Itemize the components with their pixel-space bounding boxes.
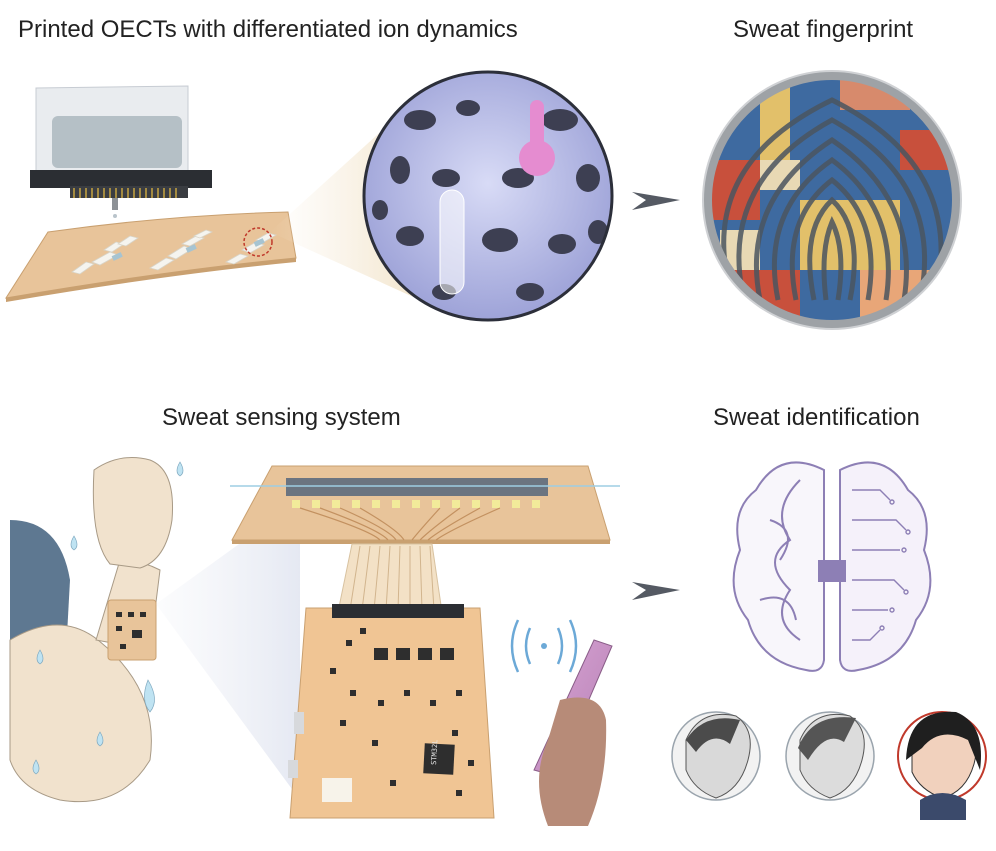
title-sweat-identification: Sweat identification: [713, 404, 920, 431]
identity-portraits: [671, 711, 987, 820]
smartphone-in-hand: [533, 639, 613, 826]
zoom-cone-sensor: [156, 500, 300, 800]
flexible-sensor-array: [230, 465, 620, 613]
arm-with-sensor: [9, 457, 184, 803]
title-printed-oects: Printed OECTs with differentiated ion dy…: [18, 16, 518, 43]
mcu-chip-label: STM32L: [430, 739, 439, 765]
porous-channel-closeup: [362, 70, 614, 322]
brain-illustration: [732, 461, 932, 672]
pcb-board: STM32L: [288, 604, 495, 819]
arrow-to-identification: [632, 582, 680, 600]
title-sweat-fingerprint: Sweat fingerprint: [733, 16, 914, 43]
printed-substrate: [4, 211, 297, 302]
sweat-fingerprint-heatmap: [702, 70, 962, 330]
wireless-signal-icon: [510, 619, 578, 673]
arrow-to-fingerprint: [632, 192, 680, 210]
printer-illustration: [30, 85, 212, 218]
title-sweat-sensing-system: Sweat sensing system: [162, 404, 401, 431]
